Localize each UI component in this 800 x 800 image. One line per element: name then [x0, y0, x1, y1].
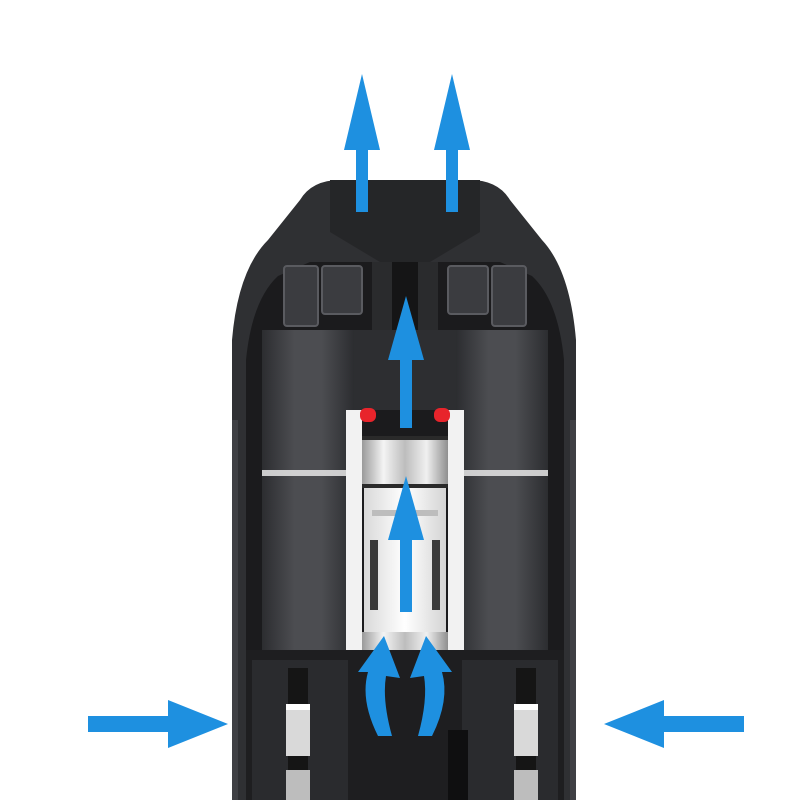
coil-chrome-ring: [362, 438, 448, 484]
tank-left: [262, 330, 354, 650]
arrow-icon: [388, 296, 424, 428]
shell-edge-right: [570, 420, 576, 800]
arrow-icon: [434, 74, 470, 212]
flow-arrows: [88, 74, 744, 748]
base-right-block: [462, 660, 558, 800]
coil-sleeve-right: [448, 410, 464, 690]
ring-edge-top: [362, 436, 448, 440]
seal-top-right: [434, 408, 450, 422]
coil-wick-slots: [370, 540, 440, 610]
center-post: [448, 730, 468, 800]
shell-edge-left: [232, 420, 238, 800]
arrow-icon: [344, 74, 380, 212]
tank-left-highlight: [262, 470, 354, 476]
arrow-icon: [388, 476, 424, 612]
top-ribs: [283, 265, 527, 327]
arrow-icon: [88, 700, 228, 748]
arrow-icon: [358, 636, 400, 736]
tank-right-highlight: [456, 470, 548, 476]
arrow-icon: [410, 636, 452, 736]
contact-pin-right: [514, 668, 538, 800]
coil-sleeve-left: [346, 410, 362, 690]
contact-pin-left: [286, 668, 310, 800]
tank-right: [456, 330, 548, 650]
seal-top-left: [360, 408, 376, 422]
arrow-icon: [604, 700, 744, 748]
